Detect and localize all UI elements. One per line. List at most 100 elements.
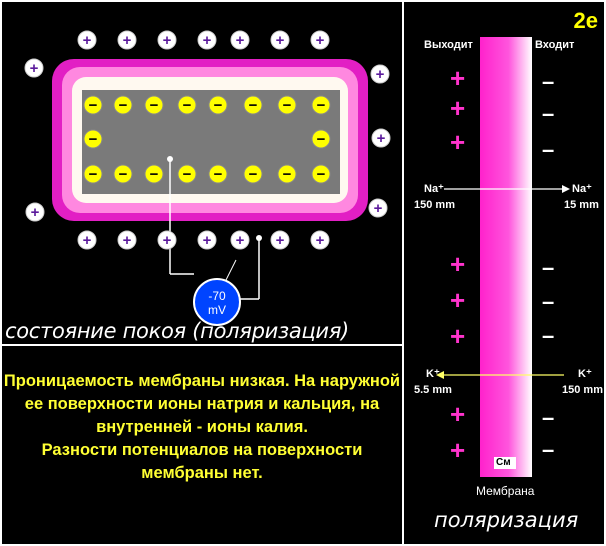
outside-plus-sign: +	[450, 127, 466, 157]
plus-sign: +	[31, 204, 40, 221]
outer-positive-ion	[371, 128, 391, 148]
minus-sign: −	[89, 166, 98, 183]
plus-sign: +	[377, 130, 386, 147]
cell-svg: +++++++++++++++++++−−−−−−−−−−−−−−−−−− -7…	[24, 30, 391, 326]
out-label: Выходит	[424, 39, 473, 51]
minus-sign: −	[249, 97, 258, 114]
inside-minus-sign: –	[542, 255, 555, 280]
plus-sign: +	[163, 232, 172, 249]
inner-negative-ion	[277, 164, 297, 184]
minus-sign: −	[283, 97, 292, 114]
plus-sign: +	[30, 60, 39, 77]
plus-sign: +	[163, 32, 172, 49]
outside-plus-sign: +	[450, 285, 466, 315]
outside-plus-sign: +	[450, 63, 466, 93]
minus-sign: −	[249, 166, 258, 183]
inner-negative-ion	[144, 164, 164, 184]
electrode-outside-tip	[256, 235, 262, 241]
na-right-conc: 15 mm	[564, 199, 599, 211]
membrane-svg	[436, 37, 570, 477]
cm-label: Cм	[496, 457, 511, 468]
plus-sign: +	[123, 32, 132, 49]
plus-sign: +	[376, 66, 385, 83]
plus-sign: +	[374, 200, 383, 217]
inside-minus-sign: –	[542, 323, 555, 348]
inner-negative-ion	[311, 129, 331, 149]
cm-marker	[494, 457, 516, 469]
inner-negative-ion	[83, 164, 103, 184]
outer-positive-ion	[117, 230, 137, 250]
minus-sign: −	[89, 131, 98, 148]
plus-sign: +	[203, 32, 212, 49]
inner-negative-ion	[208, 95, 228, 115]
outer-positive-ion	[25, 202, 45, 222]
in-label: Входит	[535, 39, 575, 51]
outer-positive-ion	[117, 30, 137, 50]
outer-positive-ion	[230, 30, 250, 50]
minus-sign: −	[214, 166, 223, 183]
inner-negative-ion	[277, 95, 297, 115]
outer-positive-ion	[370, 64, 390, 84]
plus-sign: +	[203, 232, 212, 249]
plus-sign: +	[276, 32, 285, 49]
explanation-paragraph-1: Проницаемость мембраны низкая. На наружн…	[3, 372, 401, 436]
minus-sign: −	[150, 166, 159, 183]
na-right-ion: Na⁺	[572, 183, 592, 195]
minus-sign: −	[283, 166, 292, 183]
k-right-ion: K⁺	[578, 368, 592, 380]
na-left-ion: Na⁺	[424, 183, 444, 195]
electrode-inside-tip	[167, 156, 173, 162]
plus-sign: +	[236, 32, 245, 49]
plus-sign: +	[236, 232, 245, 249]
inside-minus-sign: –	[542, 137, 555, 162]
plus-sign: +	[316, 232, 325, 249]
voltmeter	[193, 278, 241, 326]
na-left-conc: 150 mm	[414, 199, 455, 211]
outside-plus-sign: +	[450, 435, 466, 465]
outer-positive-ion	[310, 30, 330, 50]
inner-negative-ion	[144, 95, 164, 115]
outer-positive-ion	[270, 230, 290, 250]
slide-tag: 2e	[573, 8, 598, 33]
minus-sign: −	[119, 166, 128, 183]
minus-sign: −	[183, 166, 192, 183]
minus-sign: −	[317, 97, 326, 114]
resting-state-caption: состояние покоя (поляризация)	[5, 319, 349, 343]
outer-positive-ion	[77, 30, 97, 50]
inner-negative-ion	[177, 164, 197, 184]
resting-state-diagram: +++++++++++++++++++−−−−−−−−−−−−−−−−−− -7…	[2, 2, 402, 344]
inner-negative-ion	[113, 95, 133, 115]
minus-sign: −	[119, 97, 128, 114]
minus-sign: −	[317, 131, 326, 148]
plus-sign: +	[83, 232, 92, 249]
inner-negative-ion	[83, 129, 103, 149]
plus-sign: +	[316, 32, 325, 49]
minus-sign: −	[317, 166, 326, 183]
inner-negative-ion	[83, 95, 103, 115]
outside-plus-sign: +	[450, 399, 466, 429]
inner-negative-ion	[208, 164, 228, 184]
minus-sign: −	[214, 97, 223, 114]
inside-minus-sign: –	[542, 69, 555, 94]
outer-positive-ion	[197, 30, 217, 50]
outside-plus-sign: +	[450, 249, 466, 279]
inner-negative-ion	[113, 164, 133, 184]
outside-plus-sign: +	[450, 93, 466, 123]
outer-positive-ion	[368, 198, 388, 218]
voltmeter-unit: mV	[208, 303, 226, 317]
plus-sign: +	[123, 232, 132, 249]
polarization-diagram: 2e Выходит Входит Na⁺ 150 mm Na⁺ 15 mm K…	[404, 2, 604, 544]
outer-positive-ion	[230, 230, 250, 250]
polarization-caption: поляризация	[434, 508, 579, 532]
inside-minus-sign: –	[542, 289, 555, 314]
outer-positive-ion	[197, 230, 217, 250]
inner-negative-ion	[177, 95, 197, 115]
inner-negative-ion	[243, 95, 263, 115]
inside-minus-sign: –	[542, 437, 555, 462]
inside-minus-sign: –	[542, 405, 555, 430]
outside-plus-sign: +	[450, 321, 466, 351]
outer-positive-ion	[270, 30, 290, 50]
k-right-conc: 150 mm	[562, 384, 603, 396]
plus-sign: +	[83, 32, 92, 49]
explanation-panel: Проницаемость мембраны низкая. На наружн…	[2, 346, 402, 544]
